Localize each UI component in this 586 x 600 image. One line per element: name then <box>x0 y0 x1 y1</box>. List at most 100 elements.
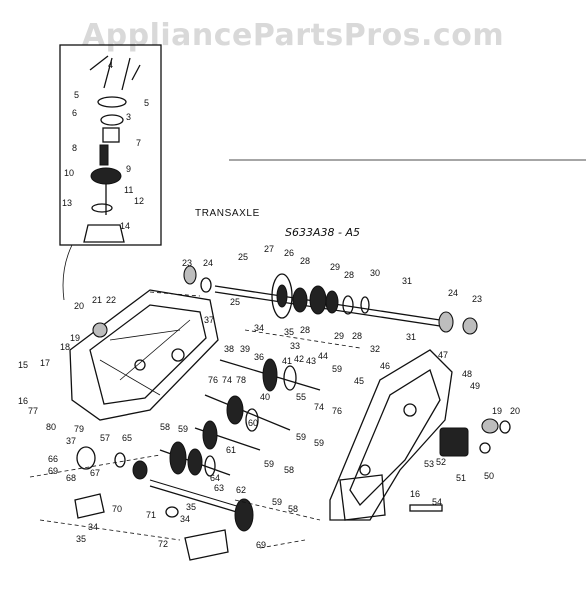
label-71: 71 <box>146 510 156 520</box>
watermark: AppliancePartsPros.com <box>81 18 505 53</box>
label-59: 59 <box>264 459 274 469</box>
label-24: 24 <box>448 288 458 298</box>
label-54: 54 <box>432 497 442 507</box>
label-74: 74 <box>222 375 232 385</box>
label-30: 30 <box>370 268 380 278</box>
label-36: 36 <box>254 352 264 362</box>
label-34: 34 <box>88 522 98 532</box>
upper-axle-assembly <box>183 265 478 335</box>
label-26: 26 <box>284 248 294 258</box>
label-33: 33 <box>290 341 300 351</box>
label-52: 52 <box>436 457 446 467</box>
label-35: 35 <box>76 534 86 544</box>
label-53: 53 <box>424 459 434 469</box>
label-79: 79 <box>74 424 84 434</box>
label-5: 5 <box>74 90 79 100</box>
label-64: 64 <box>210 473 220 483</box>
diagram-title: TRANSAXLE <box>195 208 260 219</box>
label-4: 4 <box>108 60 113 70</box>
label-31: 31 <box>406 332 416 342</box>
label-63: 63 <box>214 483 224 493</box>
label-19: 19 <box>70 333 80 343</box>
label-17: 17 <box>40 358 50 368</box>
label-80: 80 <box>46 422 56 432</box>
label-31: 31 <box>402 276 412 286</box>
label-35: 35 <box>186 502 196 512</box>
label-74: 74 <box>314 402 324 412</box>
label-65: 65 <box>122 433 132 443</box>
label-58: 58 <box>284 465 294 475</box>
label-62: 62 <box>236 485 246 495</box>
label-25: 25 <box>238 252 248 262</box>
label-12: 12 <box>134 196 144 206</box>
label-78: 78 <box>236 375 246 385</box>
label-38: 38 <box>224 344 234 354</box>
label-76: 76 <box>332 406 342 416</box>
label-28: 28 <box>300 256 310 266</box>
label-32: 32 <box>370 344 380 354</box>
label-49: 49 <box>470 381 480 391</box>
label-3: 3 <box>126 112 131 122</box>
label-37: 37 <box>66 436 76 446</box>
shift-assembly-inset <box>59 44 162 301</box>
part-labels: 5 4 5 6 3 7 8 9 10 11 12 13 14 23 24 25 … <box>18 60 520 550</box>
right-housing <box>329 349 453 521</box>
label-28: 28 <box>300 325 310 335</box>
label-34: 34 <box>180 514 190 524</box>
label-48: 48 <box>462 369 472 379</box>
label-58: 58 <box>288 504 298 514</box>
label-37: 37 <box>204 315 214 325</box>
label-70: 70 <box>112 504 122 514</box>
label-15: 15 <box>18 360 28 370</box>
label-59: 59 <box>178 424 188 434</box>
label-18: 18 <box>60 342 70 352</box>
label-11: 11 <box>124 185 133 195</box>
label-20: 20 <box>74 301 84 311</box>
label-60: 60 <box>248 418 258 428</box>
label-16: 16 <box>18 396 28 406</box>
label-59: 59 <box>296 432 306 442</box>
label-47: 47 <box>438 350 448 360</box>
label-29: 29 <box>330 262 340 272</box>
label-69: 69 <box>48 466 58 476</box>
label-59: 59 <box>314 438 324 448</box>
left-housing <box>69 289 219 421</box>
label-6: 6 <box>72 108 77 118</box>
label-42: 42 <box>294 354 304 364</box>
label-16: 16 <box>410 489 420 499</box>
label-44: 44 <box>318 351 328 361</box>
label-10: 10 <box>64 168 74 178</box>
label-27: 27 <box>264 244 274 254</box>
label-68: 68 <box>66 473 76 483</box>
label-46: 46 <box>380 361 390 371</box>
label-28: 28 <box>344 270 354 280</box>
label-8: 8 <box>72 143 77 153</box>
label-25: 25 <box>230 297 240 307</box>
label-9: 9 <box>126 164 131 174</box>
label-58: 58 <box>160 422 170 432</box>
label-7: 7 <box>136 138 141 148</box>
label-57: 57 <box>100 433 110 443</box>
cluster-gears <box>74 358 511 561</box>
label-28: 28 <box>352 331 362 341</box>
model-note: S633A38 - A5 <box>285 226 360 239</box>
label-51: 51 <box>456 473 466 483</box>
label-41: 41 <box>282 356 292 366</box>
label-55: 55 <box>296 392 306 402</box>
label-23: 23 <box>472 294 482 304</box>
label-45: 45 <box>354 376 364 386</box>
label-50: 50 <box>484 471 494 481</box>
label-72: 72 <box>158 539 168 549</box>
label-34: 34 <box>254 323 264 333</box>
label-61: 61 <box>226 445 236 455</box>
label-67: 67 <box>90 468 100 478</box>
label-76: 76 <box>208 375 218 385</box>
label-39: 39 <box>240 344 250 354</box>
label-40: 40 <box>260 392 270 402</box>
label-59: 59 <box>272 497 282 507</box>
label-24: 24 <box>203 258 213 268</box>
label-43: 43 <box>306 356 316 366</box>
label-35: 35 <box>284 327 294 337</box>
label-5: 5 <box>144 98 149 108</box>
label-59: 59 <box>332 364 342 374</box>
